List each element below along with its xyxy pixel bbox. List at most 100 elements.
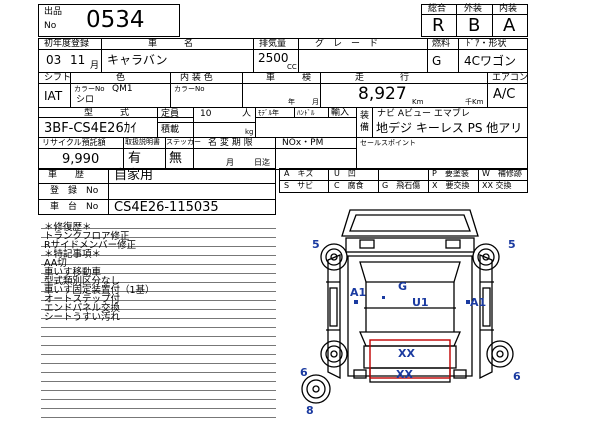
lot-label-top: 出品 bbox=[44, 7, 63, 17]
note-line: エンドパネル交換 bbox=[44, 303, 121, 314]
grade-name-label: グ レ ー ド bbox=[315, 39, 379, 49]
grades-box bbox=[421, 4, 528, 37]
displacement: 2500 bbox=[258, 51, 289, 65]
note-line: ＊修復歴＊ bbox=[44, 222, 92, 233]
history-label: 車 歴 bbox=[48, 170, 85, 180]
inspection-label: 車 検 bbox=[266, 73, 312, 83]
import-label: 輸入 bbox=[331, 108, 350, 118]
equip-label-1: 装 bbox=[360, 111, 370, 121]
lot-number: 0534 bbox=[86, 7, 145, 33]
interior-code-label: カラーNo bbox=[174, 85, 205, 93]
door-label: ﾄﾞｱ・形状 bbox=[466, 39, 507, 49]
mark-front-right-tire: 5 bbox=[508, 238, 516, 251]
legend-x: X 要交換 bbox=[432, 181, 470, 190]
grade-interior: A bbox=[503, 15, 516, 36]
first-reg-month: 11 bbox=[70, 53, 86, 67]
vehicle-damage-diagram: 5 5 A1 A1 G U1 XX XX 6 6 8 bbox=[300, 209, 521, 417]
capacity-unit: 人 bbox=[242, 109, 252, 119]
mark-roof: U1 bbox=[412, 296, 429, 309]
door-type: 4Cワゴン bbox=[464, 54, 517, 68]
legend-u: U 凹 bbox=[334, 169, 356, 178]
legend-w: W 補修跡 bbox=[482, 169, 522, 178]
displacement-unit: CC bbox=[287, 63, 297, 71]
capacity: 10 bbox=[200, 109, 212, 119]
note-line: トランクフロア修正 bbox=[44, 231, 130, 242]
rear-repair-box bbox=[369, 339, 451, 379]
note-line: オートステップ付 bbox=[44, 294, 121, 305]
recycle-label: リサイクル預託額 bbox=[42, 138, 106, 147]
fuel-label: 燃料 bbox=[432, 39, 451, 49]
note-line: 車いす固定装置付（1基） bbox=[44, 285, 155, 296]
name-change-day-unit: 日迄 bbox=[254, 158, 270, 167]
ac-label: エアコン bbox=[492, 73, 529, 83]
mileage-unit-kkm: 千Km bbox=[465, 98, 484, 106]
model-code: 3BF-CS4E26ｶｲ bbox=[44, 121, 137, 136]
shift-type: IAT bbox=[44, 89, 63, 103]
lot-label-bottom: No bbox=[44, 21, 57, 31]
booklet-value: 有 bbox=[128, 151, 142, 166]
equipment-line-1: ナビ Aビュー エマブレ bbox=[377, 109, 470, 119]
note-line: AA切 bbox=[44, 258, 67, 269]
car-name: キャラバン bbox=[107, 53, 168, 67]
capacity-label: 定員 bbox=[161, 109, 180, 119]
inspection-month-unit: 月 bbox=[312, 98, 319, 106]
first-reg-month-unit: 月 bbox=[90, 61, 100, 71]
grade-exterior: B bbox=[468, 15, 481, 36]
fuel: G bbox=[432, 54, 442, 68]
color-label: 色 bbox=[116, 73, 126, 83]
note-line: 型式類別区分なし bbox=[44, 276, 121, 287]
legend-xx: XX 交換 bbox=[482, 181, 512, 190]
mark-front-left-tire: 5 bbox=[312, 238, 320, 251]
sticker-label: ステッカー bbox=[166, 138, 201, 146]
mileage-unit-km: Km bbox=[412, 98, 424, 106]
load-unit: kg bbox=[245, 128, 254, 136]
mark-rear-floor: XX bbox=[398, 347, 415, 360]
registration-label: 登 録 No bbox=[50, 186, 99, 196]
selling-points-label: セールスポイント bbox=[360, 139, 416, 147]
booklet-label: 取扱説明書 bbox=[125, 138, 160, 146]
note-line: ＊特記事項＊ bbox=[44, 249, 102, 260]
name-change-month-unit: 月 bbox=[226, 158, 234, 167]
first-reg-year: 03 bbox=[46, 53, 62, 67]
load-label: 積載 bbox=[161, 125, 180, 135]
color-code-label: カラーNo bbox=[74, 85, 105, 93]
shift-label: シフト bbox=[44, 73, 72, 83]
grade-overall-label: 総合 bbox=[428, 4, 447, 14]
first-reg-label: 初年度登録 bbox=[44, 39, 90, 49]
mark-rear-right-tire: 6 bbox=[513, 370, 521, 383]
color-code: QM1 bbox=[112, 84, 133, 94]
mark-rear-left-tire: 6 bbox=[300, 366, 308, 379]
displacement-label: 排気量 bbox=[259, 39, 287, 49]
mileage: 8,927 bbox=[358, 84, 407, 104]
history-value: 自家用 bbox=[114, 168, 154, 183]
legend-g: G 飛石傷 bbox=[382, 181, 421, 190]
equipment-line-2: 地デジ キーレス PS 他アリ bbox=[376, 121, 523, 135]
legend-s: S サビ bbox=[284, 181, 314, 190]
car-name-label: 車 名 bbox=[148, 39, 194, 49]
mark-windshield: G bbox=[398, 280, 407, 293]
mark-left-side: A1 bbox=[350, 286, 366, 299]
color-name: シロ bbox=[76, 95, 95, 105]
ac-value: A/C bbox=[493, 87, 516, 102]
mark-rear-panel: XX bbox=[396, 368, 413, 381]
legend-a: A キズ bbox=[284, 169, 314, 178]
chassis-label: 車 台 No bbox=[50, 202, 99, 212]
recycle-amount: 9,990 bbox=[62, 152, 100, 167]
note-line: 車いす移動車 bbox=[44, 267, 102, 278]
legend-c: C 腐食 bbox=[334, 181, 364, 190]
grade-exterior-label: 外装 bbox=[464, 4, 483, 14]
mileage-label: 走 行 bbox=[355, 73, 410, 83]
note-line: Rサイドメンバー修正 bbox=[44, 240, 137, 251]
model-year-label: ﾓﾃﾞﾙ年 bbox=[258, 109, 279, 117]
chassis-number: CS4E26-115035 bbox=[114, 200, 219, 215]
interior-color-label: 内 装 色 bbox=[180, 73, 213, 83]
sticker-value: 無 bbox=[169, 151, 183, 166]
grade-interior-label: 内装 bbox=[499, 4, 518, 14]
mark-spare-tire-bottom: 8 bbox=[306, 404, 314, 417]
mark-right-side: A1 bbox=[470, 296, 486, 309]
lot-number-box bbox=[38, 4, 180, 37]
handle-label: ﾊﾝﾄﾞﾙ bbox=[297, 109, 315, 117]
note-line: シートうすい汚れ bbox=[44, 312, 121, 323]
equip-label-2: 備 bbox=[360, 123, 370, 133]
name-change-label: 名 変 期 限 bbox=[208, 138, 253, 148]
